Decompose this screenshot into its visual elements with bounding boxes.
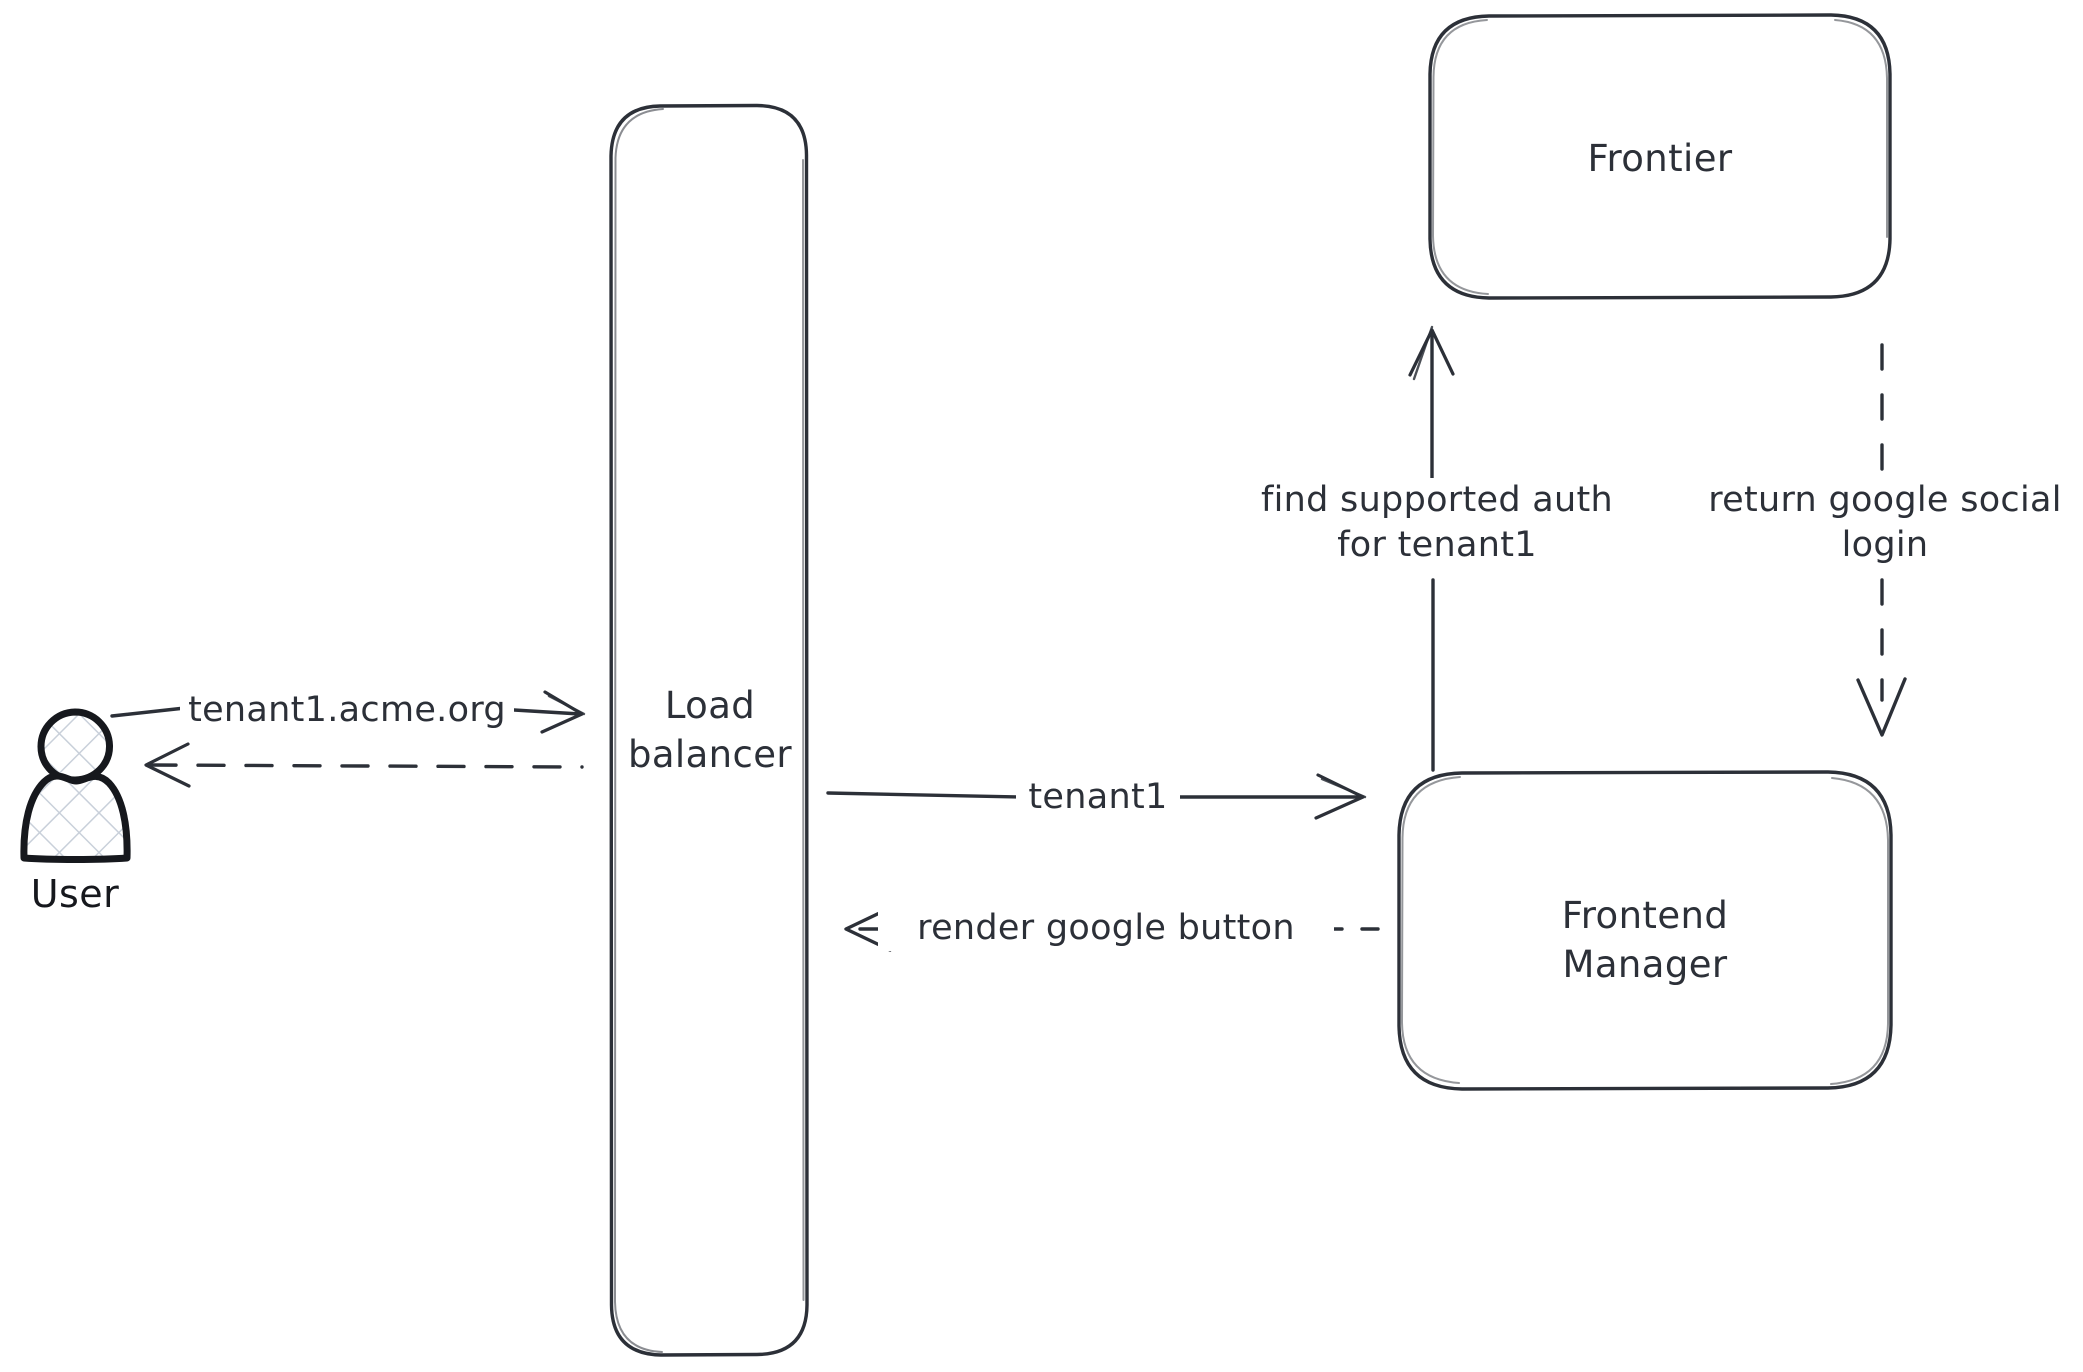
frontier-shape [1428,13,1892,300]
edge-label-return-google-social-login: return google social login [1672,478,2083,568]
user-actor-label: User [30,872,120,916]
edge-frontier-to-fem-dashed [1856,343,1907,737]
edge-fem-to-frontier [1408,325,1455,772]
edge-lb-to-user-dashed [144,742,584,788]
edge-label-tenant1: tenant1 [1016,775,1180,820]
edge-label-find-supported-auth: find supported auth for tenant1 [1222,478,1652,568]
frontend-manager-shape [1397,770,1893,1091]
user-actor-icon [20,708,131,863]
edge-label-render-google-button: render google button [878,906,1334,951]
edge-label-tenant1-acme-org: tenant1.acme.org [180,688,514,733]
load-balancer-shape [609,103,809,1357]
edge-lb-to-fem [826,773,1367,820]
